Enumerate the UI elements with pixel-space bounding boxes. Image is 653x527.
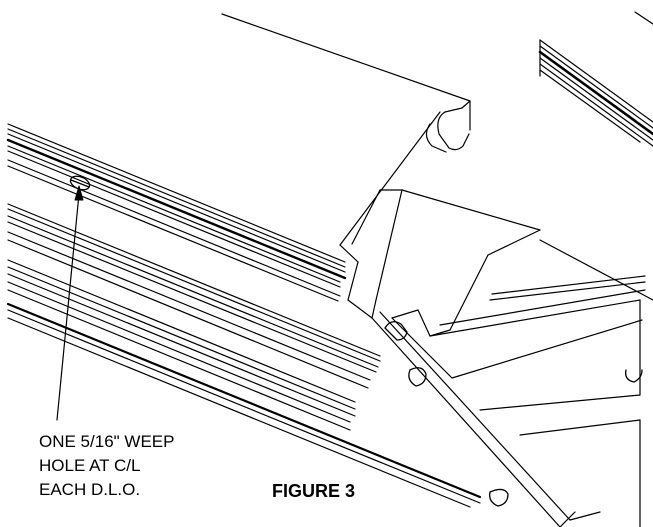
figure-title: FIGURE 3 xyxy=(272,481,356,501)
callout-line-2: HOLE AT C/L xyxy=(39,456,141,475)
weep-hole-callout: ONE 5/16" WEEP HOLE AT C/L EACH D.L.O. xyxy=(39,430,174,502)
callout-line-1: ONE 5/16" WEEP xyxy=(39,432,175,451)
top-cover-plate xyxy=(221,13,471,246)
lower-main-extrusion xyxy=(6,259,646,527)
upper-left-rail-extrusion xyxy=(6,123,381,389)
glazing-pocket-walls xyxy=(339,189,541,337)
callout-line-3: EACH D.L.O. xyxy=(39,480,141,499)
snap-clips xyxy=(384,321,643,507)
callout-leader xyxy=(56,185,84,421)
upper-right-rail xyxy=(538,11,653,301)
